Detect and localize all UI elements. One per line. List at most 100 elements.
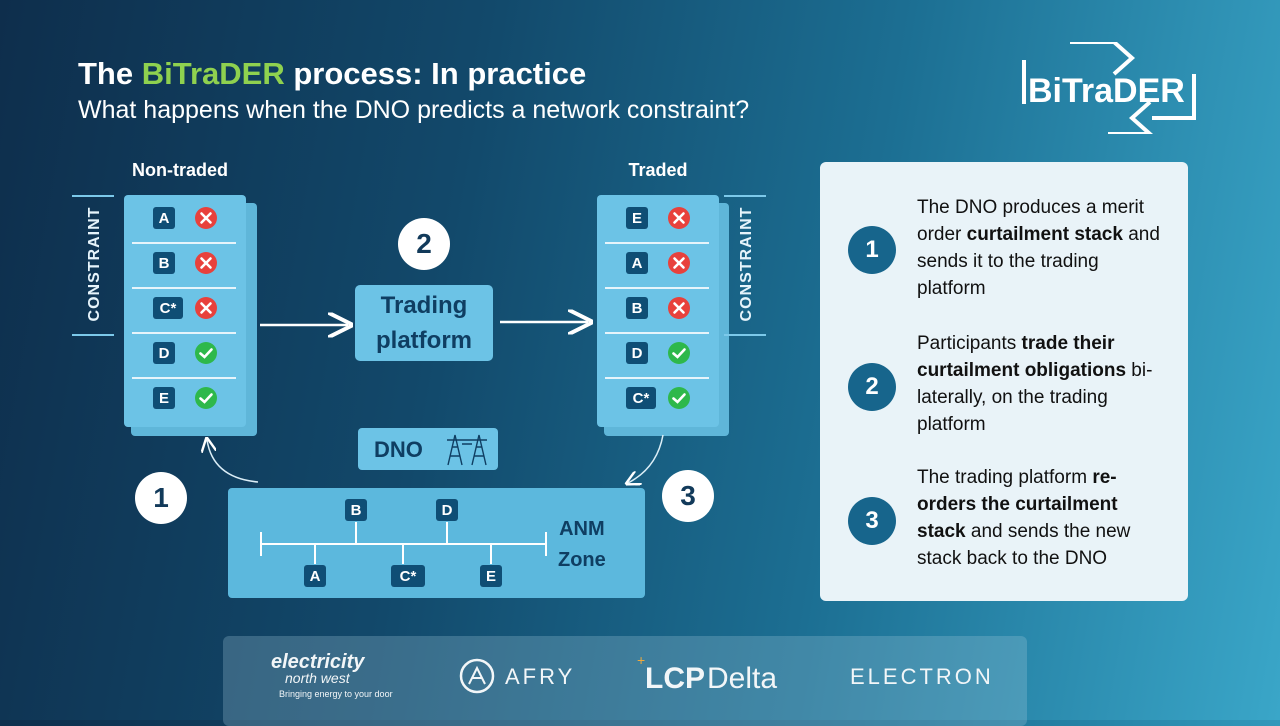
- non-traded-row: D: [124, 330, 234, 375]
- check-icon: [194, 386, 218, 410]
- title-prefix: The: [78, 56, 142, 91]
- panel-step-1-text-bold: curtailment stack: [966, 224, 1123, 245]
- traded-divider: [605, 377, 709, 379]
- panel-step-1: 1 The DNO produces a merit order curtail…: [848, 194, 1178, 304]
- traded-label: Traded: [628, 160, 688, 180]
- delta-text: Delta: [707, 662, 778, 695]
- panel-step-2-text-a: Participants: [917, 333, 1022, 354]
- traded-row-label: B: [626, 297, 648, 319]
- anm-zone-line1: ANM: [559, 518, 605, 540]
- non-traded-row: A: [124, 195, 234, 240]
- non-traded-divider: [132, 332, 236, 334]
- panel-step-2-text-bold: trade their curtailment obligations: [917, 333, 1127, 381]
- partner-logos-bar: electricity north west Bringing energy t…: [223, 636, 1027, 726]
- panel-step-2: 2 Participants trade their curtailment o…: [848, 330, 1178, 440]
- cross-icon: [667, 206, 691, 230]
- constraint-bracket-bottom: [72, 334, 114, 336]
- cross-icon: [194, 206, 218, 230]
- traded-divider: [605, 242, 709, 244]
- panel-step-3: 3 The trading platform re-orders the cur…: [848, 464, 1178, 574]
- lcp-text: LCP: [645, 662, 705, 695]
- enw-logo-line2: north west: [285, 670, 350, 686]
- cross-icon: [667, 251, 691, 275]
- traded-divider: [605, 287, 709, 289]
- non-traded-row-label: C*: [153, 297, 183, 319]
- trading-platform-box: Trading platform: [355, 285, 493, 361]
- enw-tagline: Bringing energy to your door: [279, 689, 393, 699]
- anm-node-b: B: [345, 499, 367, 521]
- constraint-label-left: CONSTRAINT: [86, 206, 103, 322]
- panel-step-1-text-b: and sends it to the trading platform: [917, 224, 1160, 299]
- panel-step-2-text: Participants trade their curtailment obl…: [917, 330, 1167, 438]
- afry-mark-icon: [459, 658, 495, 694]
- traded-row: E: [597, 195, 707, 240]
- check-icon: [667, 341, 691, 365]
- panel-step-1-text-a: The DNO produces a merit order: [917, 197, 1145, 245]
- traded-row-label: A: [626, 252, 648, 274]
- panel-step-3-text-bold: re-orders the curtailment stack: [917, 467, 1118, 542]
- pylon-icon: [447, 434, 487, 466]
- afry-text: AFRY: [505, 664, 576, 689]
- enw-logo-line1: electricity: [271, 651, 365, 673]
- panel-step-2-text-b: bi-laterally, on the trading platform: [917, 360, 1153, 435]
- constraint-bracket-bottom-right: [724, 334, 766, 336]
- anm-zone-label: ANM Zone: [558, 514, 606, 576]
- diagram-step-3: 3: [662, 470, 714, 522]
- panel-step-3-number: 3: [848, 497, 896, 545]
- anm-node-e: E: [480, 565, 502, 587]
- traded-row-label: E: [626, 207, 648, 229]
- non-traded-row: B: [124, 240, 234, 285]
- cross-icon: [194, 296, 218, 320]
- panel-step-3-text-b: and sends the new stack back to the DNO: [917, 521, 1131, 569]
- anm-node-c: C*: [391, 565, 425, 587]
- trading-platform-line2: platform: [376, 327, 472, 354]
- panel-step-3-text: The trading platform re-orders the curta…: [917, 464, 1167, 572]
- traded-row: B: [597, 285, 707, 330]
- non-traded-row-label: B: [153, 252, 175, 274]
- bitrader-logo: BiTraDER: [1022, 40, 1197, 136]
- dno-box: DNO: [358, 428, 498, 470]
- panel-step-3-text-a: The trading platform: [917, 467, 1093, 488]
- anm-zone-box: B D A C* E ANM Zone: [228, 488, 645, 598]
- traded-row: A: [597, 240, 707, 285]
- explanation-panel: 1 The DNO produces a merit order curtail…: [820, 162, 1188, 601]
- non-traded-row: E: [124, 375, 234, 420]
- arrow-stack-to-zone: [628, 434, 664, 483]
- constraint-bracket-top-right: [724, 195, 766, 197]
- bitrader-logo-text: BiTraDER: [1028, 72, 1185, 110]
- traded-row: C*: [597, 375, 707, 420]
- non-traded-row: C*: [124, 285, 234, 330]
- page-subtitle: What happens when the DNO predicts a net…: [78, 96, 750, 124]
- lcp-plus-icon: +: [637, 652, 646, 668]
- anm-zone-line: [260, 522, 547, 564]
- non-traded-divider: [132, 242, 236, 244]
- constraint-label-right: CONSTRAINT: [738, 206, 755, 322]
- diagram-step-2: 2: [398, 218, 450, 270]
- non-traded-row-label: A: [153, 207, 175, 229]
- panel-step-1-number: 1: [848, 226, 896, 274]
- non-traded-row-label: E: [153, 387, 175, 409]
- panel-step-1-text: The DNO produces a merit order curtailme…: [917, 194, 1167, 302]
- check-icon: [667, 386, 691, 410]
- bitrader-logo-mark: BiTraDER: [1022, 40, 1196, 136]
- enw-logo: electricity north west Bringing energy t…: [271, 651, 393, 702]
- check-icon: [194, 341, 218, 365]
- traded-divider: [605, 332, 709, 334]
- diagram-step-1: 1: [135, 472, 187, 524]
- non-traded-label: Non-traded: [132, 160, 228, 180]
- traded-row-label: D: [626, 342, 648, 364]
- electron-logo: ELECTRON: [850, 664, 994, 689]
- panel-step-2-number: 2: [848, 363, 896, 411]
- non-traded-stack: A B C* D E: [124, 195, 246, 427]
- anm-node-d: D: [436, 499, 458, 521]
- dno-label: DNO: [374, 437, 423, 462]
- traded-stack: E A B D C*: [597, 195, 719, 427]
- traded-row: D: [597, 330, 707, 375]
- non-traded-divider: [132, 287, 236, 289]
- anm-node-a: A: [304, 565, 326, 587]
- cross-icon: [194, 251, 218, 275]
- arrow-zone-to-stack: [207, 440, 259, 483]
- non-traded-divider: [132, 377, 236, 379]
- non-traded-row-label: D: [153, 342, 175, 364]
- anm-zone-line2: Zone: [558, 549, 606, 571]
